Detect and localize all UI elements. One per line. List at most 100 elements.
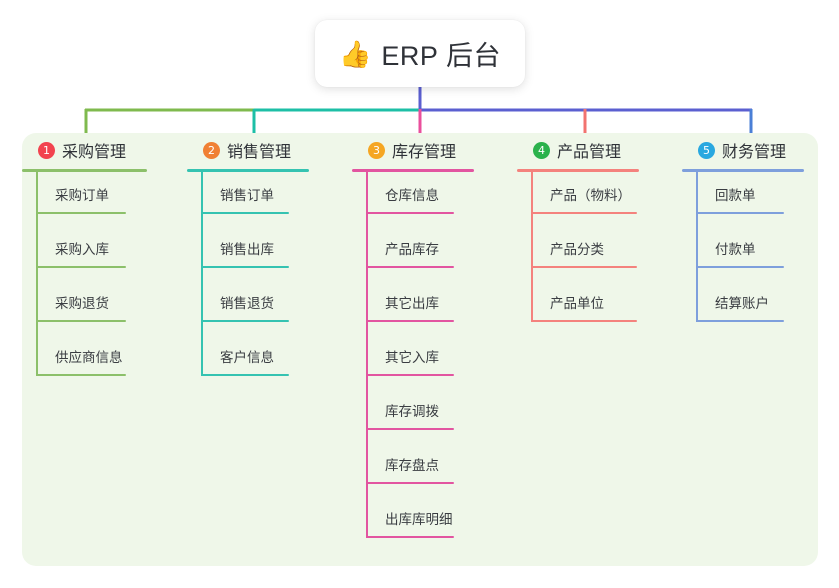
leaf-item-underline	[36, 320, 126, 322]
branch-spine	[366, 170, 368, 538]
leaf-item-label: 出库库明细	[385, 512, 453, 527]
leaf-item-label: 产品单位	[550, 296, 604, 311]
leaf-item-underline	[36, 266, 126, 268]
branch-body: 采购订单采购入库采购退货供应商信息	[22, 170, 187, 386]
leaf-item-label: 供应商信息	[55, 350, 123, 365]
leaf-item[interactable]: 仓库信息	[352, 170, 517, 224]
branch-badge-icon: 5	[698, 141, 715, 159]
branch-column-2: 2 销售管理销售订单销售出库销售退货客户信息	[187, 133, 352, 566]
branch-title: 库存管理	[392, 144, 457, 161]
branch-spine	[201, 170, 203, 376]
leaf-item-underline	[366, 428, 454, 430]
leaf-item-label: 其它出库	[385, 296, 439, 311]
leaf-item-underline	[366, 320, 454, 322]
leaf-item[interactable]: 产品单位	[517, 278, 682, 332]
leaf-item[interactable]: 其它入库	[352, 332, 517, 386]
branches-panel	[22, 133, 818, 566]
branch-badge-icon: 1	[38, 141, 55, 159]
leaf-item-underline	[696, 320, 784, 322]
branch-title: 财务管理	[722, 144, 787, 161]
branch-spine	[36, 170, 38, 376]
branch-title: 产品管理	[557, 144, 622, 161]
leaf-item-label: 采购入库	[55, 242, 109, 257]
leaf-item-underline	[696, 266, 784, 268]
leaf-item-label: 客户信息	[220, 350, 274, 365]
leaf-item[interactable]: 库存盘点	[352, 440, 517, 494]
leaf-item-underline	[201, 374, 289, 376]
branch-column-4: 4 产品管理产品（物料） 产品分类产品单位	[517, 133, 682, 566]
branch-header-5[interactable]: 5 财务管理	[682, 133, 818, 167]
leaf-item-underline	[531, 320, 637, 322]
branch-body: 回款单付款单结算账户	[682, 170, 818, 332]
leaf-item[interactable]: 供应商信息	[22, 332, 187, 386]
leaf-item-underline	[366, 482, 454, 484]
leaf-item[interactable]: 采购订单	[22, 170, 187, 224]
branch-header-4[interactable]: 4 产品管理	[517, 133, 682, 167]
branch-title: 采购管理	[62, 144, 127, 161]
leaf-item[interactable]: 产品（物料）	[517, 170, 682, 224]
branch-body: 产品（物料） 产品分类产品单位	[517, 170, 682, 332]
branch-header-1[interactable]: 1 采购管理	[22, 133, 187, 167]
leaf-item[interactable]: 结算账户	[682, 278, 818, 332]
branch-spine	[531, 170, 533, 322]
leaf-item-label: 结算账户	[715, 296, 769, 311]
leaf-item[interactable]: 产品库存	[352, 224, 517, 278]
leaf-item-underline	[531, 212, 637, 214]
leaf-item-underline	[366, 266, 454, 268]
branch-header-3[interactable]: 3 库存管理	[352, 133, 517, 167]
leaf-item-label: 付款单	[715, 242, 756, 257]
leaf-item-label: 销售退货	[220, 296, 274, 311]
branch-column-5: 5 财务管理回款单付款单结算账户	[682, 133, 818, 566]
leaf-item[interactable]: 销售出库	[187, 224, 352, 278]
branch-underline	[682, 169, 804, 172]
branch-underline	[22, 169, 147, 172]
leaf-item[interactable]: 采购入库	[22, 224, 187, 278]
leaf-item-label: 库存调拨	[385, 404, 439, 419]
branch-column-3: 3 库存管理仓库信息产品库存其它出库其它入库库存调拨库存盘点出库库明细	[352, 133, 517, 566]
branch-badge-icon: 4	[533, 141, 550, 159]
leaf-item[interactable]: 销售退货	[187, 278, 352, 332]
branch-columns: 1 采购管理采购订单采购入库采购退货供应商信息 2 销售管理销售订单销售出库销售退货客…	[22, 133, 818, 566]
leaf-item-label: 产品（物料）	[550, 188, 631, 203]
branch-body: 仓库信息产品库存其它出库其它入库库存调拨库存盘点出库库明细	[352, 170, 517, 548]
leaf-item-underline	[366, 212, 454, 214]
branch-badge-icon: 2	[203, 141, 220, 159]
leaf-item[interactable]: 销售订单	[187, 170, 352, 224]
leaf-item-underline	[201, 320, 289, 322]
leaf-item-label: 回款单	[715, 188, 756, 203]
root-node[interactable]: 👍 ERP 后台	[315, 20, 525, 87]
leaf-item-label: 库存盘点	[385, 458, 439, 473]
leaf-item-label: 产品库存	[385, 242, 439, 257]
branch-underline	[187, 169, 309, 172]
branch-badge-icon: 3	[368, 141, 385, 159]
branch-underline	[352, 169, 474, 172]
leaf-item-underline	[366, 374, 454, 376]
leaf-item[interactable]: 付款单	[682, 224, 818, 278]
leaf-item-underline	[531, 266, 637, 268]
thumbs-up-icon: 👍	[339, 38, 372, 69]
leaf-item[interactable]: 采购退货	[22, 278, 187, 332]
branch-column-1: 1 采购管理采购订单采购入库采购退货供应商信息	[22, 133, 187, 566]
leaf-item[interactable]: 产品分类	[517, 224, 682, 278]
leaf-item-label: 其它入库	[385, 350, 439, 365]
leaf-item-label: 采购退货	[55, 296, 109, 311]
leaf-item-underline	[696, 212, 784, 214]
branch-spine	[696, 170, 698, 322]
leaf-item-label: 销售订单	[220, 188, 274, 203]
leaf-item-label: 销售出库	[220, 242, 274, 257]
leaf-item[interactable]: 回款单	[682, 170, 818, 224]
leaf-item[interactable]: 其它出库	[352, 278, 517, 332]
leaf-item[interactable]: 出库库明细	[352, 494, 517, 548]
branch-header-2[interactable]: 2 销售管理	[187, 133, 352, 167]
leaf-item-underline	[201, 266, 289, 268]
leaf-item-label: 仓库信息	[385, 188, 439, 203]
leaf-item-underline	[36, 212, 126, 214]
branch-title: 销售管理	[227, 144, 292, 161]
leaf-item[interactable]: 库存调拨	[352, 386, 517, 440]
leaf-item-label: 采购订单	[55, 188, 109, 203]
branch-body: 销售订单销售出库销售退货客户信息	[187, 170, 352, 386]
leaf-item-underline	[366, 536, 454, 538]
leaf-item[interactable]: 客户信息	[187, 332, 352, 386]
leaf-item-underline	[36, 374, 126, 376]
